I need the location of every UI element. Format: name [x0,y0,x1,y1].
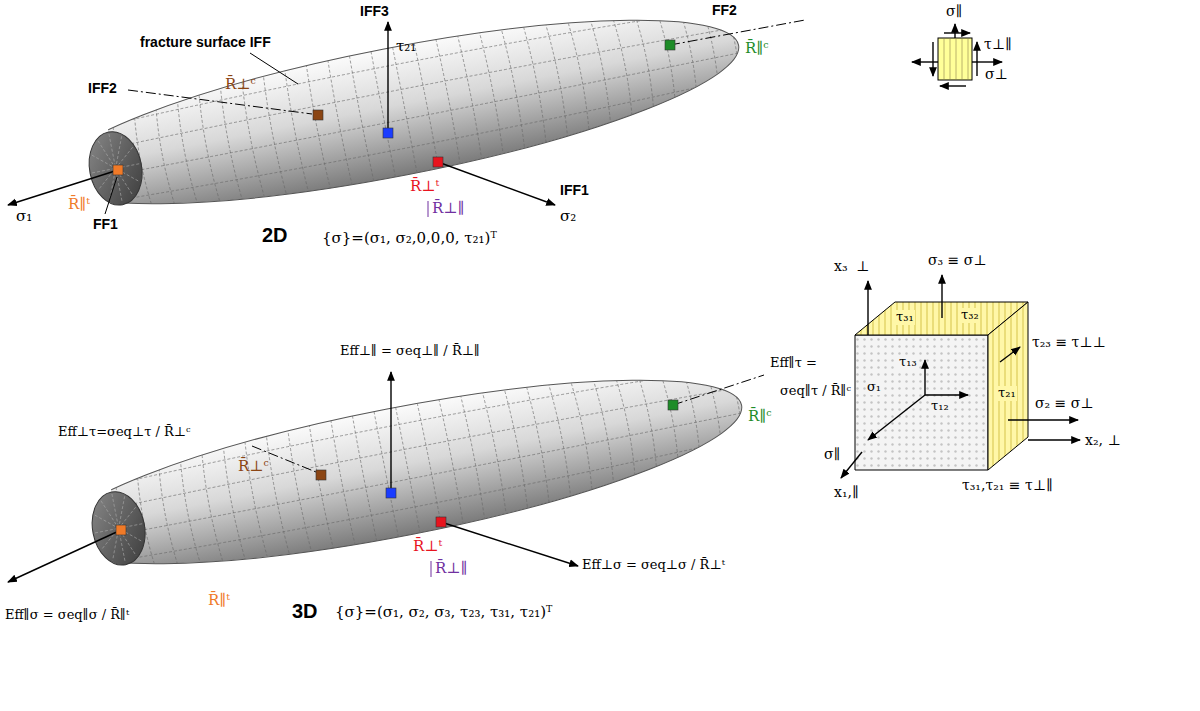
effort-formula: Eff⊥∥ = σeq⊥∥ / R̄⊥∥ [340,344,480,359]
failure-point [433,157,443,167]
effort-formula: Eff⊥τ=σeq⊥τ / R̄⊥ᶜ [58,425,191,440]
axis-line [128,90,312,114]
axis-line [673,375,764,405]
stress-arrow [8,170,118,205]
strength-label: R̄∥ᶜ [745,40,768,57]
stress-arrow [912,61,938,62]
mode-label: IFF3 [360,3,389,19]
stress-vector: {σ}=(σ₁, σ₂,0,0,0, τ₂₁)ᵀ [322,230,497,247]
leader-line [105,177,117,214]
stress-arrow [932,42,933,76]
effort-formula: Eff∥σ = σeq∥σ / R̄∥ᵗ [5,608,129,623]
strength-label: R̄⊥∥ [432,200,464,217]
mode-label: IFF1 [560,182,589,198]
stress-label: τ⊥∥ [984,36,1011,52]
case-label: 3D [292,600,318,623]
stress-label: τ₃₁ [895,310,915,325]
fracture-body [42,342,754,601]
failure-point [436,517,446,527]
strength-label: R̄⊥ᶜ [225,76,256,93]
fracture-body [39,0,751,242]
failure-point [316,470,326,480]
failure-point [116,525,126,535]
stress-arrow [438,162,555,205]
stress-label: σ₁ [16,208,32,225]
leader-line [431,561,432,577]
stress-cube [855,302,1028,470]
effort-formula: σeq∥τ / R̄∥ᶜ [780,384,851,399]
lamina-element [938,38,972,80]
stress-arrow [1028,439,1080,440]
stress-label: τ₂₁ [396,38,416,55]
leader-line [428,201,429,217]
axis-label: x₃ [834,258,848,274]
stress-label: τ₂₁ [997,386,1017,401]
stress-arrow [976,42,977,76]
stress-label: τ₁₃ [898,355,918,370]
mode-label: FF2 [712,2,737,18]
effort-formula: Eff∥τ = [770,356,817,371]
failure-point [113,165,123,175]
stress-vector: {σ}=(σ₁, σ₂, σ₃, τ₂₃, τ₃₁, τ₂₁)ᵀ [335,604,552,621]
stress-label: σ₂ [560,208,576,225]
effort-formula: Eff⊥σ = σeq⊥σ / R̄⊥ᵗ [582,558,725,573]
axis-label: x₂, ⊥ [1085,432,1121,448]
case-label: 2D [262,224,288,247]
stress-arrow [1000,347,1020,362]
stress-label: σ⊥ [985,66,1008,82]
stress-arrow [868,395,925,440]
stress-label: τ₁₂ [930,399,950,414]
cut-face [83,127,148,210]
mode-label: FF1 [93,216,118,232]
failure-point [383,128,393,138]
stress-label: σ∥ [946,3,962,19]
failure-point [665,40,675,50]
stress-arrow [954,24,955,38]
axis-label: ⊥ [856,258,869,274]
stress-label: σ∥ [824,446,840,462]
stress-arrow [841,452,862,478]
strength-label: R̄⊥ᶜ [238,458,269,475]
strength-label: R̄∥ᵗ [68,196,90,213]
stress-arrow [1008,419,1078,420]
leader-line [250,53,298,84]
failure-point [668,400,678,410]
cut-face [86,487,151,570]
stress-arrow [390,372,391,493]
strength-label: R̄⊥ᵗ [410,178,439,195]
axis-line [670,20,805,45]
stress-arrow [8,530,121,582]
strength-label: R̄∥ᵗ [208,592,230,609]
strength-label: R̄∥ᶜ [748,408,771,425]
failure-point [386,488,396,498]
stress-label: τ₂₃ ≡ τ⊥⊥ [1032,334,1106,350]
stress-label: τ₃₁,τ₂₁ ≡ τ⊥∥ [962,477,1052,493]
stress-arrow [924,360,925,395]
stress-arrow [941,275,942,318]
stress-arrow [940,85,966,86]
stress-label: σ₃ ≡ σ⊥ [928,252,987,268]
mode-label: IFF2 [88,80,117,96]
surface-label: fracture surface IFF [140,34,271,50]
stress-label: σ₁ [866,380,882,395]
stress-arrow [387,22,388,133]
stress-arrow [867,281,868,335]
strength-label: R̄⊥∥ [435,560,467,577]
stress-label: σ₂ ≡ σ⊥ [1035,395,1094,411]
stress-label: τ₃₂ [960,308,980,323]
axis-label: x₁,∥ [834,484,858,500]
failure-point [313,110,323,120]
strength-label: R̄⊥ᵗ [413,538,442,555]
stress-arrow [925,394,968,395]
stress-arrow [944,32,970,33]
